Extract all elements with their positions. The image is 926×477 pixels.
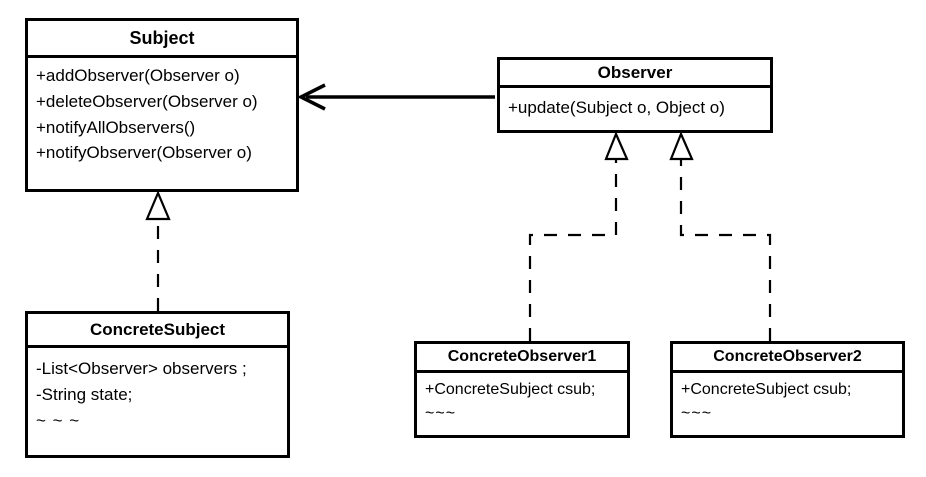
class-member: +notifyObserver(Observer o) <box>36 143 252 163</box>
class-member: +addObserver(Observer o) <box>36 66 240 85</box>
class-member: +ConcreteSubject csub; <box>681 381 852 398</box>
members-compartment-concrete-observer-2: +ConcreteSubject csub; ~~~ <box>673 373 902 435</box>
class-name-concrete-subject: ConcreteSubject <box>28 314 287 348</box>
class-name-observer: Observer <box>500 60 770 88</box>
open-arrowhead-icon <box>297 83 326 111</box>
realization-concrete-observer-1-to-observer[interactable] <box>528 131 629 341</box>
realization-dashed-line <box>679 158 772 341</box>
realization-concrete-subject-to-subject[interactable] <box>145 190 171 311</box>
hollow-triangle-icon <box>669 131 694 161</box>
uml-class-observer[interactable]: Observer +update(Subject o, Object o) <box>497 57 773 133</box>
class-member: +update(Subject o, Object o) <box>508 98 725 117</box>
hollow-triangle-icon <box>604 131 629 161</box>
class-name-concrete-observer-2: ConcreteObserver2 <box>673 344 902 373</box>
realization-dashed-line <box>528 158 618 341</box>
class-member-ellipsis: ~~~ <box>425 405 457 423</box>
members-compartment-concrete-observer-1: +ConcreteSubject csub; ~~~ <box>417 373 627 435</box>
class-member-ellipsis: ~~~ <box>681 405 713 423</box>
uml-class-concrete-observer-1[interactable]: ConcreteObserver1 +ConcreteSubject csub;… <box>414 341 630 438</box>
class-member: -List<Observer> observers ; <box>36 359 247 378</box>
members-compartment-observer: +update(Subject o, Object o) <box>500 88 770 130</box>
class-member: +ConcreteSubject csub; <box>425 381 596 398</box>
class-member: +deleteObserver(Observer o) <box>36 91 258 111</box>
members-compartment-concrete-subject: -List<Observer> observers ; -String stat… <box>28 348 287 455</box>
hollow-triangle-icon <box>145 190 171 221</box>
class-member-ellipsis: ~ ~ ~ <box>36 410 81 430</box>
class-member: -String state; <box>36 384 133 404</box>
class-member: +notifyAllObservers() <box>36 117 196 137</box>
realization-concrete-observer-2-to-observer[interactable] <box>669 131 772 341</box>
uml-class-concrete-observer-2[interactable]: ConcreteObserver2 +ConcreteSubject csub;… <box>670 341 905 438</box>
members-compartment-subject: +addObserver(Observer o) +deleteObserver… <box>28 58 296 189</box>
uml-class-subject[interactable]: Subject +addObserver(Observer o) +delete… <box>25 18 299 192</box>
class-name-subject: Subject <box>28 21 296 58</box>
uml-class-concrete-subject[interactable]: ConcreteSubject -List<Observer> observer… <box>25 311 290 458</box>
class-name-concrete-observer-1: ConcreteObserver1 <box>417 344 627 373</box>
association-observer-to-subject[interactable] <box>297 83 495 111</box>
